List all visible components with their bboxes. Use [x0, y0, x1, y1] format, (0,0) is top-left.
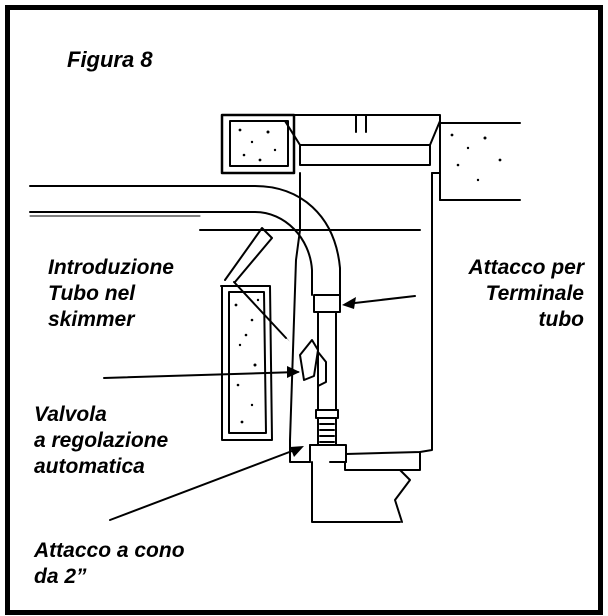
wall-block — [220, 227, 273, 441]
pool-lines — [29, 185, 421, 296]
arrow-heads — [279, 297, 356, 457]
deck-right — [431, 122, 441, 201]
skimmer-body — [289, 172, 433, 471]
hose-pipe — [309, 294, 411, 523]
valve — [299, 339, 327, 387]
arrows — [103, 281, 416, 521]
label-valve: Valvola a regolazione automatica — [34, 403, 169, 478]
figure-title: Figura 8 — [67, 47, 153, 72]
label-hose-inlet: Introduzione Tubo nel skimmer — [48, 256, 174, 331]
skimmer-lid — [220, 113, 521, 201]
label-cone-fitting: Attacco a cono da 2” — [34, 539, 185, 588]
concrete-stipple — [234, 128, 502, 424]
label-hose-connector: Attacco per Terminale tubo — [468, 256, 584, 331]
figure-frame — [5, 5, 603, 615]
